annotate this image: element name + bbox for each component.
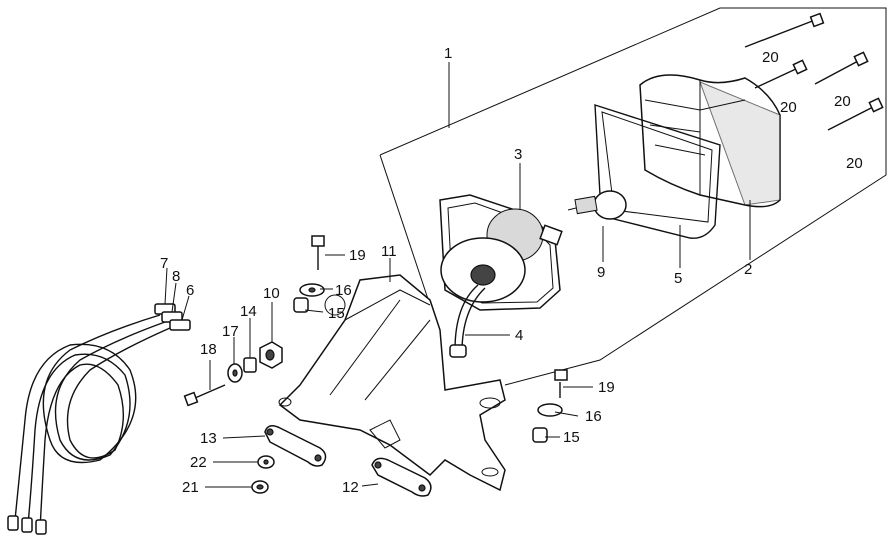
callout-4: 4 [515, 327, 523, 344]
callout-21: 21 [182, 479, 199, 496]
wire-lead [449, 284, 486, 358]
callout-1: 1 [444, 45, 452, 62]
callout-3: 3 [514, 146, 522, 163]
callout-labels: 1 2 3 4 5 6 7 8 9 10 11 12 13 14 15 15 1… [160, 45, 863, 496]
callout-19a: 19 [349, 247, 366, 264]
callout-15b: 15 [563, 429, 580, 446]
callout-7: 7 [160, 255, 168, 272]
callout-15a: 15 [328, 305, 345, 322]
callout-2: 2 [744, 261, 752, 278]
callout-11: 11 [381, 243, 397, 260]
hardware-parts [183, 12, 884, 497]
callout-8: 8 [172, 268, 180, 285]
callout-20c: 20 [834, 93, 851, 110]
callout-16a: 16 [335, 282, 352, 299]
license-bracket [278, 274, 506, 492]
callout-9: 9 [597, 264, 605, 281]
callout-10: 10 [263, 285, 280, 302]
callout-20b: 20 [780, 99, 797, 116]
callout-16b: 16 [585, 408, 602, 425]
callout-18: 18 [200, 341, 217, 358]
tail-light-lens [639, 74, 781, 208]
callout-19b: 19 [598, 379, 615, 396]
callout-14: 14 [240, 303, 257, 320]
callout-5: 5 [674, 270, 682, 287]
wire-harness [7, 303, 191, 535]
leader-lines [164, 163, 751, 488]
callout-22: 22 [190, 454, 207, 471]
bulb [567, 190, 627, 220]
callout-20a: 20 [762, 49, 779, 66]
callout-6: 6 [186, 282, 194, 299]
callout-17: 17 [222, 323, 239, 340]
callout-13: 13 [200, 430, 217, 447]
light-base-plate [439, 194, 563, 311]
callout-12: 12 [342, 479, 359, 496]
callout-20d: 20 [846, 155, 863, 172]
